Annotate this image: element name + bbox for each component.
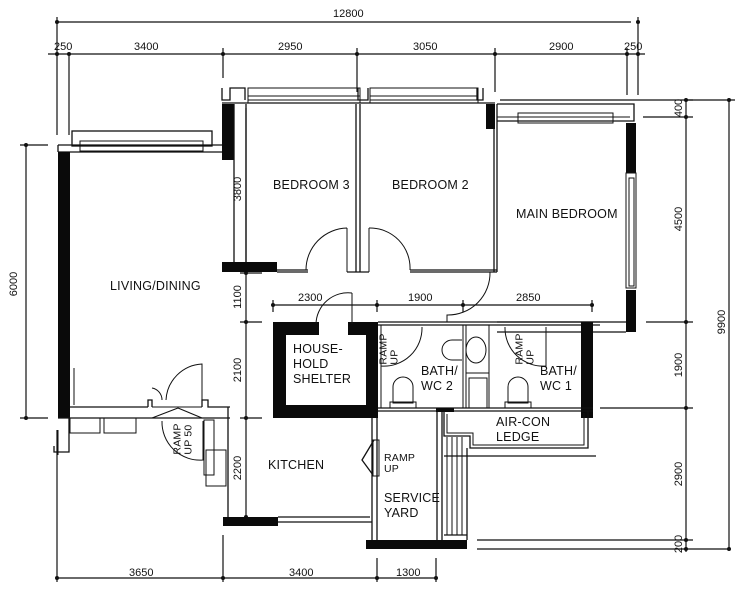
dim-bottom-0: 3650 — [129, 567, 154, 579]
room-label-service-yard: SERVICE YARD — [384, 491, 441, 520]
dim-right-0: 400 — [673, 98, 686, 118]
annotation-ramp-up-bath1: RAMP UP — [513, 333, 537, 365]
dim-top-4: 2900 — [549, 41, 574, 53]
dim-inner-h-1: 1900 — [408, 292, 433, 304]
dim-right-1: 4500 — [673, 206, 686, 232]
dim-top-2: 2950 — [278, 41, 303, 53]
dim-top-1: 3400 — [134, 41, 159, 53]
room-label-kitchen: KITCHEN — [268, 458, 325, 472]
dim-inner-left-1: 1100 — [231, 285, 244, 309]
dim-inner-left-3: 2200 — [232, 455, 245, 481]
dim-left-6000: 6000 — [8, 271, 21, 297]
dim-top-0: 250 — [54, 41, 73, 53]
dim-right-overall: 9900 — [716, 309, 729, 335]
dim-inner-left-0: 3800 — [232, 176, 245, 202]
room-label-aircon-ledge: AIR-CON LEDGE — [496, 415, 551, 444]
dim-top-5: 250 — [624, 41, 643, 53]
room-label-bath-wc2: BATH/ WC 2 — [421, 364, 458, 393]
dim-inner-h-2: 2850 — [516, 292, 541, 304]
dim-right-3: 2900 — [673, 461, 686, 487]
dim-inner-h-0: 2300 — [298, 292, 323, 304]
annotation-ramp-up-bath2: RAMP UP — [377, 333, 401, 365]
dim-bottom-2: 1300 — [396, 567, 421, 579]
room-label-bedroom-2: BEDROOM 2 — [392, 178, 469, 192]
room-label-bedroom-3: BEDROOM 3 — [273, 178, 350, 192]
dim-right-4: 200 — [673, 534, 686, 554]
dim-top-overall: 12800 — [333, 8, 364, 20]
walls — [53, 87, 637, 549]
room-label-household-shelter: HOUSE- HOLD SHELTER — [293, 342, 352, 386]
dim-inner-left-2: 2100 — [232, 357, 245, 383]
annotation-ramp-up-yard: RAMP UP — [384, 452, 416, 475]
room-label-bath-wc1: BATH/ WC 1 — [540, 364, 577, 393]
room-label-living-dining: LIVING/DINING — [110, 279, 201, 293]
room-label-main-bedroom: MAIN BEDROOM — [516, 207, 618, 221]
dim-right-2: 1900 — [673, 352, 686, 378]
dim-bottom-1: 3400 — [289, 567, 314, 579]
dim-top-3: 3050 — [413, 41, 438, 53]
annotation-ramp-up-entrance: RAMP UP 50 — [171, 423, 195, 455]
